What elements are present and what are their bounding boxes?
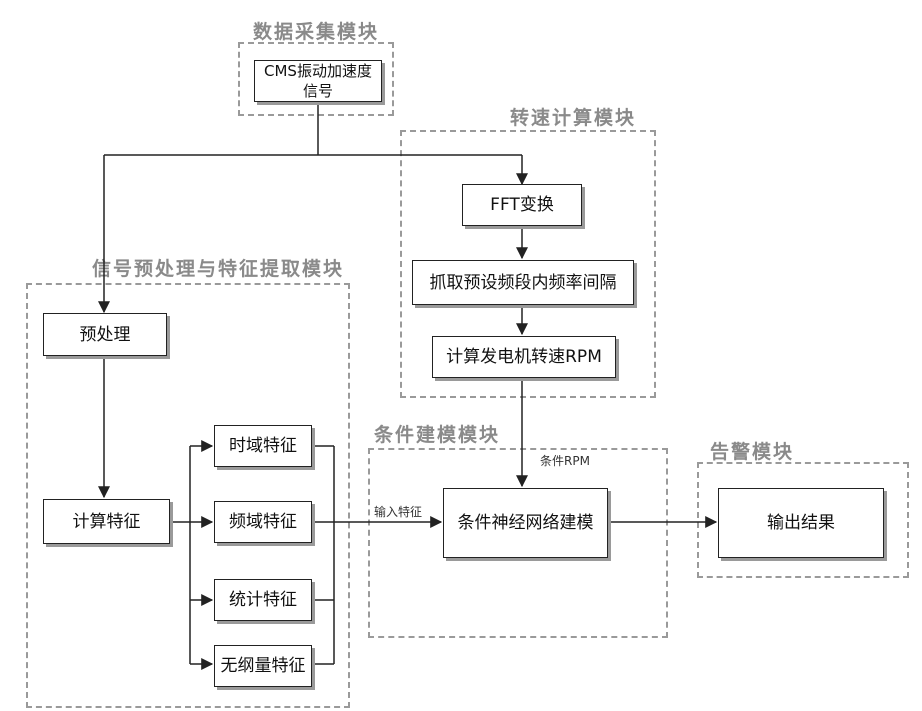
node-time-domain: 时域特征 xyxy=(214,425,312,467)
node-fft: FFT变换 xyxy=(462,184,582,226)
edge-label-input-features: 输入特征 xyxy=(374,503,422,520)
node-freq-domain: 频域特征 xyxy=(214,501,312,543)
node-cnn-model: 条件神经网络建模 xyxy=(443,488,608,558)
node-dimensionless: 无纲量特征 xyxy=(214,645,312,687)
node-calc-features: 计算特征 xyxy=(43,499,170,544)
node-statistical: 统计特征 xyxy=(214,579,312,621)
node-preprocess: 预处理 xyxy=(43,313,167,356)
node-cms-signal-line1: CMS振动加速度 xyxy=(264,61,372,81)
node-cms-signal: CMS振动加速度 信号 xyxy=(254,60,382,102)
node-cms-signal-line2: 信号 xyxy=(264,81,372,101)
edge-label-condition-rpm: 条件RPM xyxy=(540,452,590,469)
node-calc-rpm: 计算发电机转速RPM xyxy=(432,336,616,378)
node-grab-interval: 抓取预设频段内频率间隔 xyxy=(412,260,634,305)
node-output: 输出结果 xyxy=(718,488,884,558)
